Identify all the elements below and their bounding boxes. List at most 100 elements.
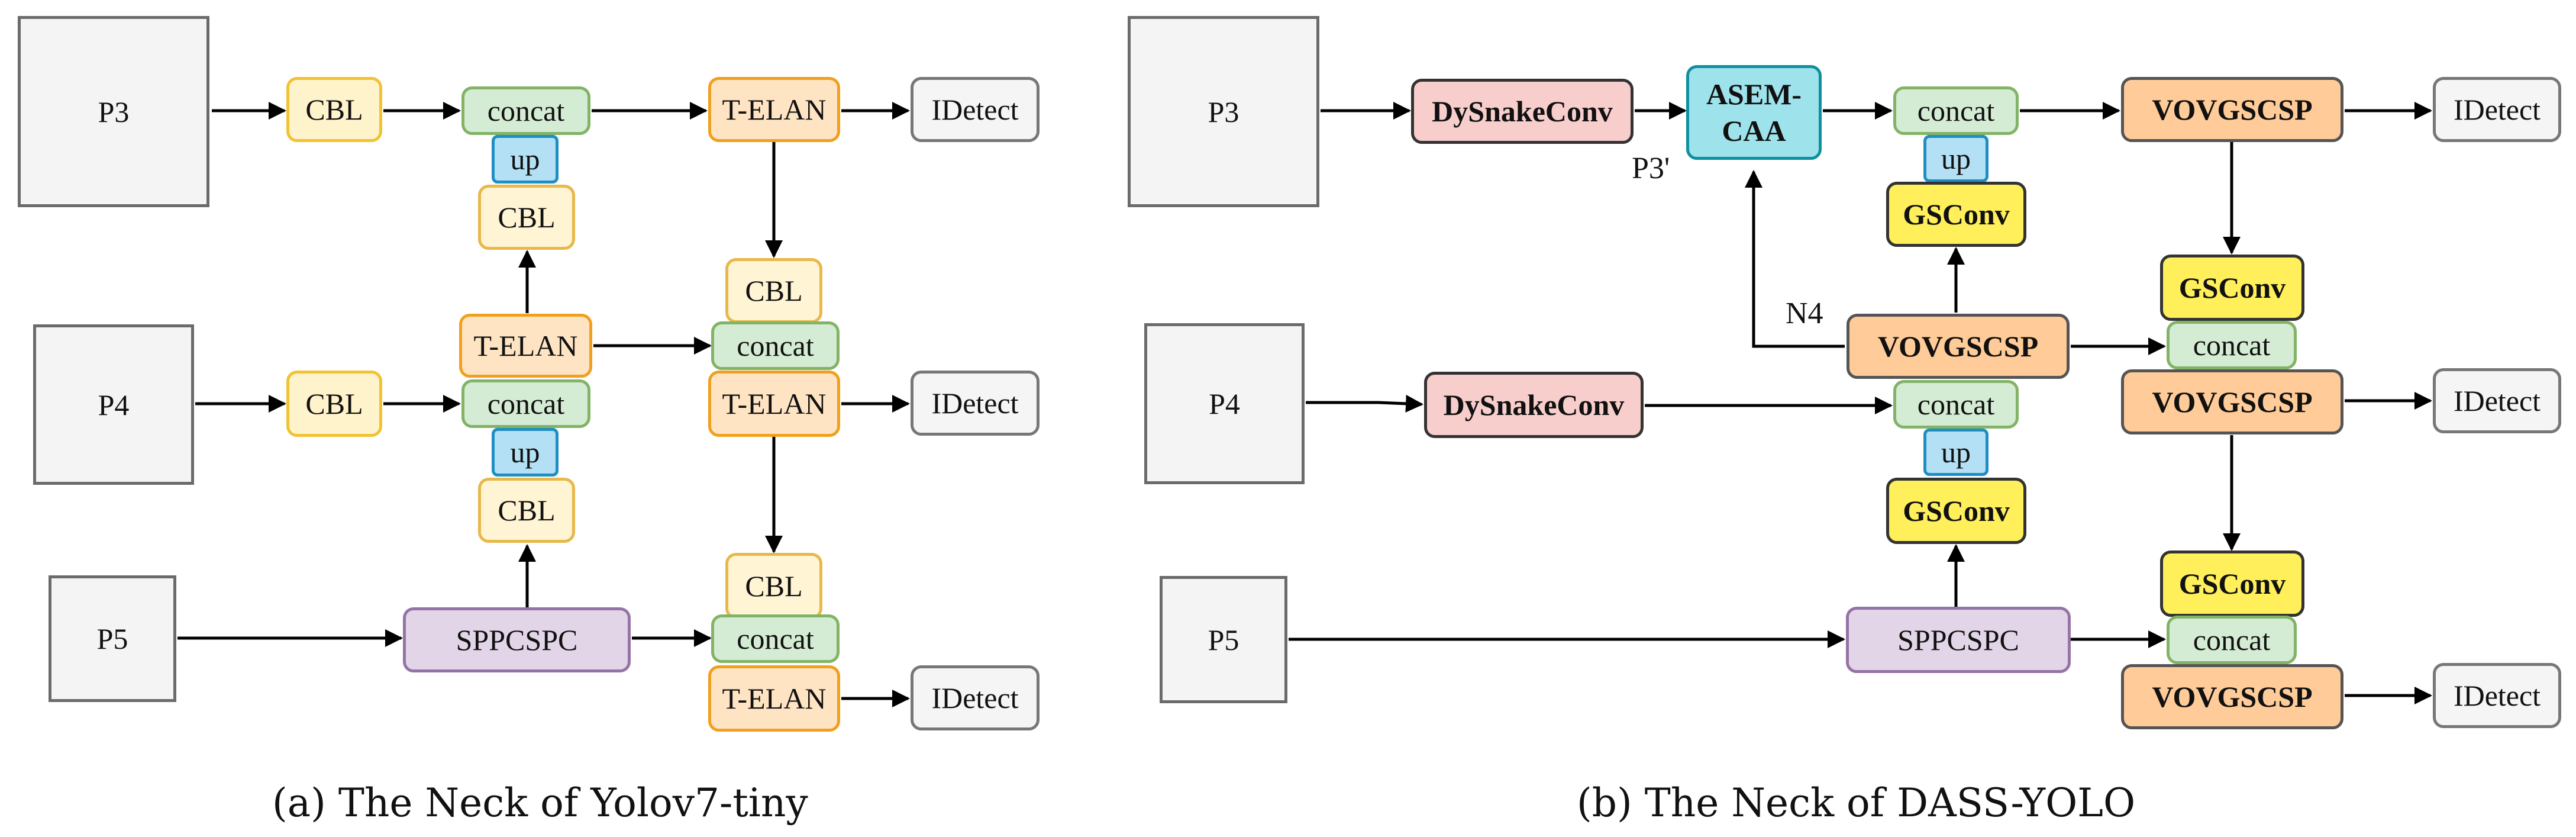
dysnakeconv-label: DySnakeConv (1432, 95, 1613, 128)
idetect-label: IDetect (931, 387, 1019, 420)
concat-label: concat (2193, 623, 2271, 656)
concat-block: concat (1893, 86, 2019, 135)
cbl-block: CBL (286, 371, 382, 437)
p3-input: P3 (18, 16, 209, 207)
p5-input: P5 (49, 575, 176, 702)
idetect-head: IDetect (911, 371, 1040, 436)
t-elan-label: T-ELAN (722, 682, 827, 715)
p5-label: P5 (96, 622, 128, 655)
vovgscsp-label: VOVGSCSP (2152, 93, 2313, 126)
vovgscsp-block: VOVGSCSP (2121, 77, 2343, 142)
p3-input: P3 (1128, 16, 1319, 207)
asem-caa-block: ASEM- CAA (1686, 65, 1822, 160)
sppcspc-label: SPPCSPC (1897, 623, 2019, 656)
upsample-block: up (1923, 135, 1989, 182)
arrow (1745, 170, 1845, 348)
n4-label: N4 (1786, 297, 1823, 330)
vovgscsp-label: VOVGSCSP (1877, 330, 2039, 363)
t-elan-label: T-ELAN (722, 387, 827, 420)
p3-label: P3 (1208, 95, 1239, 128)
concat-block: concat (711, 614, 840, 663)
asem-caa-label: ASEM- CAA (1706, 78, 1802, 147)
upsample-block: up (492, 428, 559, 477)
up-label: up (510, 436, 540, 469)
concat-block: concat (461, 379, 590, 428)
p4-input: P4 (1144, 323, 1305, 484)
cbl-label: CBL (305, 93, 363, 126)
concat-label: concat (1917, 94, 1995, 127)
idetect-label: IDetect (2453, 679, 2541, 712)
vovgscsp-block: VOVGSCSP (2121, 664, 2343, 729)
concat-label: concat (487, 387, 565, 420)
cbl-label: CBL (745, 569, 803, 603)
gsconv-label: GSConv (2178, 567, 2286, 600)
idetect-label: IDetect (931, 681, 1019, 714)
p4-label: P4 (98, 388, 130, 421)
p4-input: P4 (33, 324, 194, 485)
t-elan-block: T-ELAN (708, 77, 840, 142)
concat-label: concat (737, 622, 814, 655)
p5-label: P5 (1208, 623, 1239, 656)
idetect-head: IDetect (911, 77, 1040, 142)
caption-a: (a) The Neck of Yolov7-tiny (272, 780, 808, 826)
gsconv-label: GSConv (2178, 271, 2286, 304)
cbl-label: CBL (498, 201, 556, 234)
idetect-head: IDetect (911, 665, 1040, 730)
gsconv-block: GSConv (1886, 478, 2026, 544)
cbl-block: CBL (478, 478, 575, 543)
concat-label: concat (737, 329, 814, 362)
dysnakeconv-block: DySnakeConv (1411, 79, 1634, 144)
concat-block: concat (1893, 380, 2019, 429)
concat-label: concat (1917, 388, 1995, 421)
p3-label: P3 (98, 95, 130, 128)
dysnakeconv-block: DySnakeConv (1424, 372, 1644, 438)
t-elan-label: T-ELAN (722, 93, 827, 126)
cbl-block: CBL (725, 258, 822, 323)
caption-b: (b) The Neck of DASS-YOLO (1577, 780, 2136, 826)
gsconv-label: GSConv (1903, 494, 2010, 527)
cbl-label: CBL (305, 387, 363, 420)
cbl-block: CBL (725, 553, 822, 619)
p5-input: P5 (1160, 576, 1287, 703)
t-elan-block: T-ELAN (708, 371, 840, 437)
concat-label: concat (487, 94, 565, 127)
gsconv-block: GSConv (2160, 551, 2304, 617)
gsconv-block: GSConv (1886, 182, 2026, 247)
cbl-label: CBL (498, 494, 556, 527)
up-label: up (1941, 142, 1971, 175)
arrow (1306, 394, 1423, 413)
sppcspc-block: SPPCSPC (1846, 607, 2071, 673)
cbl-block: CBL (286, 77, 382, 142)
sppcspc-block: SPPCSPC (403, 607, 631, 672)
concat-block: concat (461, 86, 590, 135)
concat-block: concat (711, 321, 840, 370)
sppcspc-label: SPPCSPC (456, 623, 578, 656)
vovgscsp-block: VOVGSCSP (1847, 314, 2070, 379)
cbl-label: CBL (745, 274, 803, 307)
p4-label: P4 (1209, 387, 1240, 420)
idetect-label: IDetect (931, 93, 1019, 126)
idetect-head: IDetect (2433, 368, 2561, 433)
t-elan-label: T-ELAN (473, 329, 578, 362)
idetect-head: IDetect (2433, 77, 2561, 142)
vovgscsp-label: VOVGSCSP (2152, 680, 2313, 713)
idetect-head: IDetect (2433, 663, 2561, 728)
concat-block: concat (2167, 616, 2297, 664)
idetect-label: IDetect (2453, 384, 2541, 417)
concat-block: concat (2167, 321, 2297, 369)
t-elan-block: T-ELAN (459, 314, 592, 378)
up-label: up (1941, 436, 1971, 469)
p3-prime-label: P3' (1632, 152, 1670, 185)
vovgscsp-block: VOVGSCSP (2121, 369, 2343, 434)
upsample-block: up (1923, 429, 1989, 476)
dysnakeconv-label: DySnakeConv (1443, 388, 1625, 421)
cbl-block: CBL (478, 185, 575, 250)
t-elan-block: T-ELAN (708, 665, 840, 732)
gsconv-label: GSConv (1903, 198, 2010, 231)
gsconv-block: GSConv (2160, 255, 2304, 321)
upsample-block: up (492, 135, 559, 184)
vovgscsp-label: VOVGSCSP (2152, 385, 2313, 418)
up-label: up (510, 143, 540, 176)
